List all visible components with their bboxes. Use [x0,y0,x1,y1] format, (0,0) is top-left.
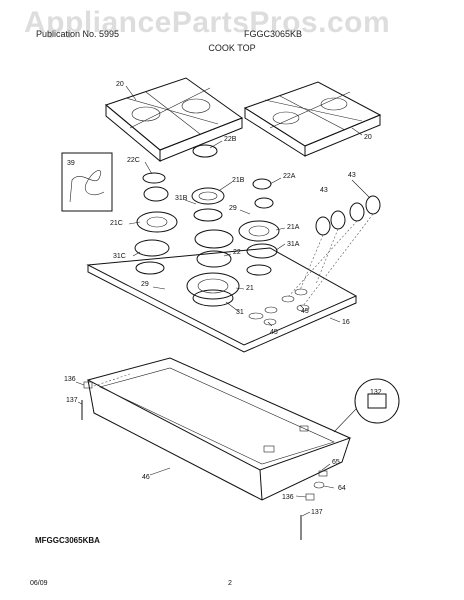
cooktop-panel [86,247,358,353]
burner-parts [134,144,280,307]
callout-22: 22 [233,249,241,256]
header: AppliancePartsPros.com Publication No. 5… [0,0,464,60]
exploded-parts-diagram: 20 20 22B 22C 39 21B 22A 43 43 31B 29 21… [61,77,400,540]
watermark: AppliancePartsPros.com [24,6,391,39]
callout-46: 46 [142,474,150,481]
model-reference: FGGC3065KB [244,29,303,39]
control-knobs [287,195,381,307]
callout-20-left: 20 [116,81,124,88]
callout-31a: 31A [287,241,300,248]
callout-16: 16 [342,319,350,326]
section-title: COOK TOP [208,43,256,53]
callout-39: 39 [67,160,75,167]
callout-21b: 21B [232,177,245,184]
callout-137-top: 137 [66,397,78,404]
leader-lines [75,85,371,517]
callout-43-right: 43 [348,172,356,179]
valve-inset [333,378,400,433]
footer-date: 06/09 [30,580,48,587]
callout-45-left: 45 [270,329,278,336]
callout-31b: 31B [175,195,188,202]
callout-136-bottom: 136 [282,494,294,501]
left-grate [104,77,244,163]
callout-31c: 31C [113,253,126,260]
callout-22a: 22A [283,173,296,180]
callout-137-bottom: 137 [311,509,323,516]
callout-22b: 22B [224,136,237,143]
callout-29-bottom: 29 [141,281,149,288]
callout-21a: 21A [287,224,300,231]
callout-45-right: 45 [301,308,309,315]
right-grate [243,81,382,157]
page-number: 2 [228,580,232,587]
callout-136-top: 136 [64,376,76,383]
hardware [81,209,328,540]
callout-31: 31 [236,309,244,316]
callout-22c: 22C [127,157,140,164]
wire-harness-inset [61,152,113,212]
callout-21: 21 [246,285,254,292]
callout-65: 65 [332,459,340,466]
callout-64: 64 [338,485,346,492]
callout-29-top: 29 [229,205,237,212]
callout-43-left: 43 [320,187,328,194]
model-number: MFGGC3065KBA [35,536,100,545]
burner-pan [86,357,352,501]
callout-132: 132 [370,389,382,396]
callout-20-right: 20 [364,134,372,141]
callout-21c: 21C [110,220,123,227]
publication-number: Publication No. 5995 [36,29,120,39]
